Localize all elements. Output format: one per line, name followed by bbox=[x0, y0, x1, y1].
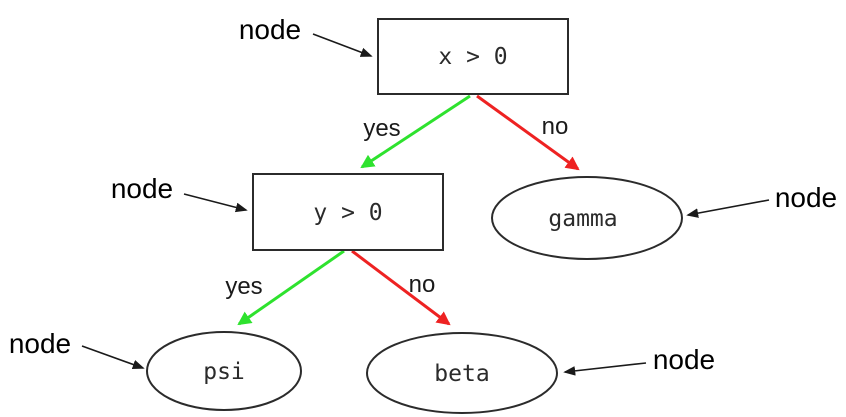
edge-left-yes bbox=[237, 249, 345, 326]
decision-node-root-label: x > 0 bbox=[438, 44, 507, 70]
annotation-arrow-left bbox=[183, 193, 248, 213]
leaf-node-psi bbox=[146, 331, 302, 411]
edge-label-yes: yes bbox=[225, 273, 262, 300]
edge-left-no bbox=[351, 249, 451, 326]
edge-root-no bbox=[476, 94, 580, 171]
annotation-node-beta: node bbox=[653, 344, 715, 375]
leaf-node-beta bbox=[366, 332, 558, 414]
leaf-node-gamma bbox=[491, 176, 683, 260]
decision-node-left-label: y > 0 bbox=[313, 200, 382, 226]
edge-label-yes: yes bbox=[363, 115, 400, 142]
annotation-node-gamma: node bbox=[775, 182, 837, 213]
leaf-node-gamma-label: gamma bbox=[548, 206, 617, 232]
annotation-arrow-beta bbox=[563, 362, 647, 376]
annotation-node-root: node bbox=[239, 14, 301, 45]
edge-root-yes bbox=[360, 94, 471, 169]
annotation-arrow-root bbox=[312, 33, 373, 57]
decision-node-root bbox=[377, 18, 569, 95]
edge-label-no: no bbox=[542, 113, 569, 140]
annotation-node-left: node bbox=[111, 173, 173, 204]
leaf-node-beta-label: beta bbox=[434, 361, 489, 387]
leaf-node-psi-label: psi bbox=[203, 359, 245, 385]
decision-node-left bbox=[252, 173, 444, 251]
annotation-arrow-psi bbox=[81, 345, 145, 370]
edge-label-no: no bbox=[409, 271, 436, 298]
annotation-node-psi: node bbox=[9, 328, 71, 359]
annotation-arrow-gamma bbox=[686, 199, 770, 218]
